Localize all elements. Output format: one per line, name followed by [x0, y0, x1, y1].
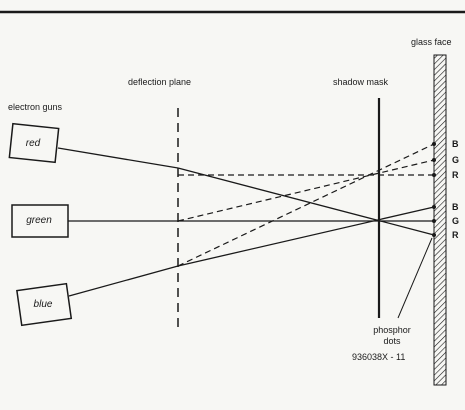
phosphor-label-lower-b: B [452, 202, 459, 212]
phosphor-dots-lower [432, 205, 436, 237]
phosphor-dots-label: phosphor dots [362, 325, 422, 347]
phosphor-dots-label-line2: dots [383, 336, 401, 346]
blue-gun-label: blue [33, 299, 53, 310]
glass-face-label: glass face [411, 37, 452, 47]
phosphor-dots-label-line1: phosphor [373, 325, 411, 335]
phosphor-label-upper-r: R [452, 170, 459, 180]
red-gun-label: red [25, 138, 41, 149]
phosphor-label-upper-g: G [452, 155, 460, 165]
red-gun [8, 122, 60, 164]
phosphor-dots-upper [432, 142, 436, 177]
blue-gun [16, 282, 73, 327]
phosphor-label-lower-g: G [452, 216, 460, 226]
phosphor-label-upper-b: B [452, 139, 459, 149]
glass-face [433, 54, 447, 386]
phosphor-label-lower-r: R [452, 230, 459, 240]
phosphor-pointer-line [397, 237, 433, 319]
figure-code: 936038X - 11 [352, 352, 406, 362]
dashed-beam-green [177, 159, 435, 222]
shadow-mask-label: shadow mask [333, 77, 389, 87]
dashed-beam-blue [177, 143, 435, 267]
green-gun-label: green [26, 215, 52, 226]
beam-red-to-screen [177, 167, 435, 236]
beam-blue-to-screen [177, 206, 435, 267]
beam-red [57, 147, 179, 169]
beam-blue [68, 265, 179, 297]
electron-guns-label: electron guns [8, 102, 63, 112]
deflection-plane-label: deflection plane [128, 77, 192, 87]
